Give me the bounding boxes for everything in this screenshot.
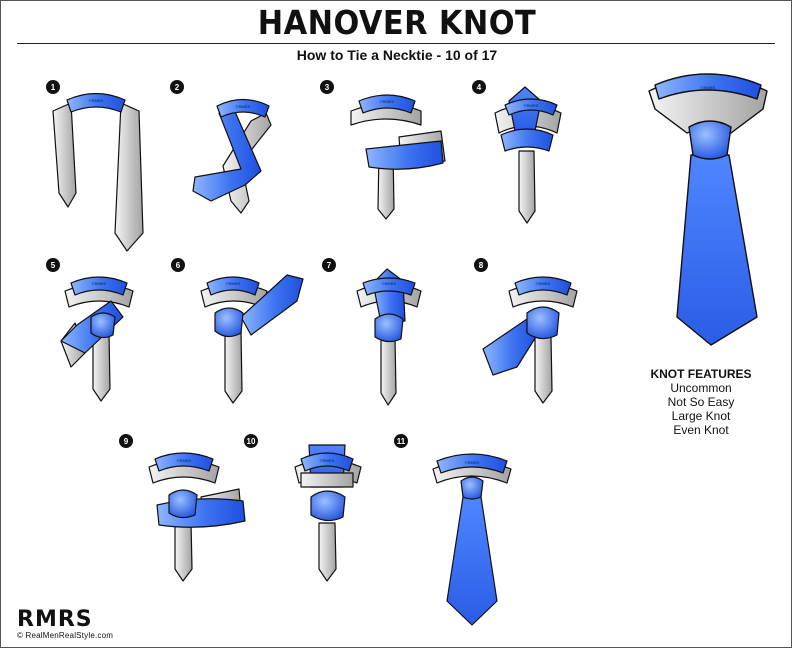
step-number: 8 [479,261,484,270]
step-number-badge: 7 [322,258,336,272]
step-9: 9 ©RMRS [119,434,246,582]
step-number-badge: 5 [46,258,60,272]
step-number: 3 [325,83,330,92]
step-number: 4 [477,83,482,92]
tie-illustration: ©RMRS [494,86,562,224]
step-10: 10 ©RMRS [244,434,362,582]
collar-label: ©RMRS [177,458,192,463]
step-number-badge: 2 [170,80,184,94]
step-number-badge: 1 [46,80,60,94]
knot-features: KNOT FEATURES Uncommon Not So Easy Large… [631,367,771,437]
collar-label: ©RMRS [92,281,107,286]
step-number-badge: 11 [394,434,408,448]
tie-illustration: ©RMRS [294,444,362,582]
brand-logo: RMRS [17,607,93,632]
step-number: 7 [327,261,332,270]
tie-illustration: ©RMRS [60,276,134,402]
knot-feature-item: Uncommon [670,381,732,395]
knot-feature-item: Large Knot [671,409,731,423]
step-number-badge: 9 [119,434,133,448]
tie-illustration: ©RMRS [52,92,144,252]
tie-illustration: ©RMRS [482,276,578,404]
finished-tie-illustration: ©RMRS [648,73,768,346]
collar-label: ©RMRS [536,281,551,286]
page-subtitle: How to Tie a Necktie - 10 of 17 [296,47,498,63]
step-number: 5 [51,261,56,270]
collar-label: ©RMRS [89,98,104,103]
collar-label: ©RMRS [524,103,539,108]
step-6: 6 ©RMRS [171,258,304,404]
knot-feature-item: Even Knot [673,423,729,437]
tie-illustration: ©RMRS [200,274,304,404]
step-number: 2 [175,83,180,92]
brand-website: © RealMenRealStyle.com [17,631,114,640]
step-8: 8 ©RMRS [474,258,578,404]
step-2: 2 ©RMRS [170,80,272,214]
step-1: 1 ©RMRS [46,80,144,252]
collar-label: ©RMRS [701,85,716,90]
step-5: 5 ©RMRS [46,258,134,402]
step-number-badge: 4 [472,80,486,94]
collar-label: ©RMRS [465,460,480,465]
step-number-badge: 10 [244,434,258,448]
step-number: 10 [247,437,256,446]
knot-features-heading: KNOT FEATURES [650,367,752,381]
tie-illustration: ©RMRS [432,453,512,626]
step-number: 11 [397,437,406,446]
tie-illustration: ©RMRS [148,452,246,582]
collar-label: ©RMRS [380,99,395,104]
collar-label: ©RMRS [382,281,397,286]
step-7: 7 ©RMRS [322,258,422,406]
step-number: 1 [51,83,56,92]
knot-feature-item: Not So Easy [667,395,735,409]
step-number: 9 [124,437,129,446]
tie-illustration: ©RMRS [350,94,446,220]
step-number: 6 [176,261,181,270]
step-number-badge: 6 [171,258,185,272]
step-number-badge: 8 [474,258,488,272]
step-11: 11 ©RMRS [394,434,512,626]
title-divider [17,43,775,44]
step-number-badge: 3 [320,80,334,94]
step-4: 4 ©RMRS [472,80,562,224]
collar-label: ©RMRS [226,281,241,286]
page-title: HANOVER KNOT [257,3,537,42]
collar-label: ©RMRS [236,104,251,109]
collar-label: ©RMRS [320,458,335,463]
tie-illustration: ©RMRS [356,268,422,406]
tie-illustration: ©RMRS [192,98,272,214]
step-3: 3 ©RMRS [320,80,446,220]
